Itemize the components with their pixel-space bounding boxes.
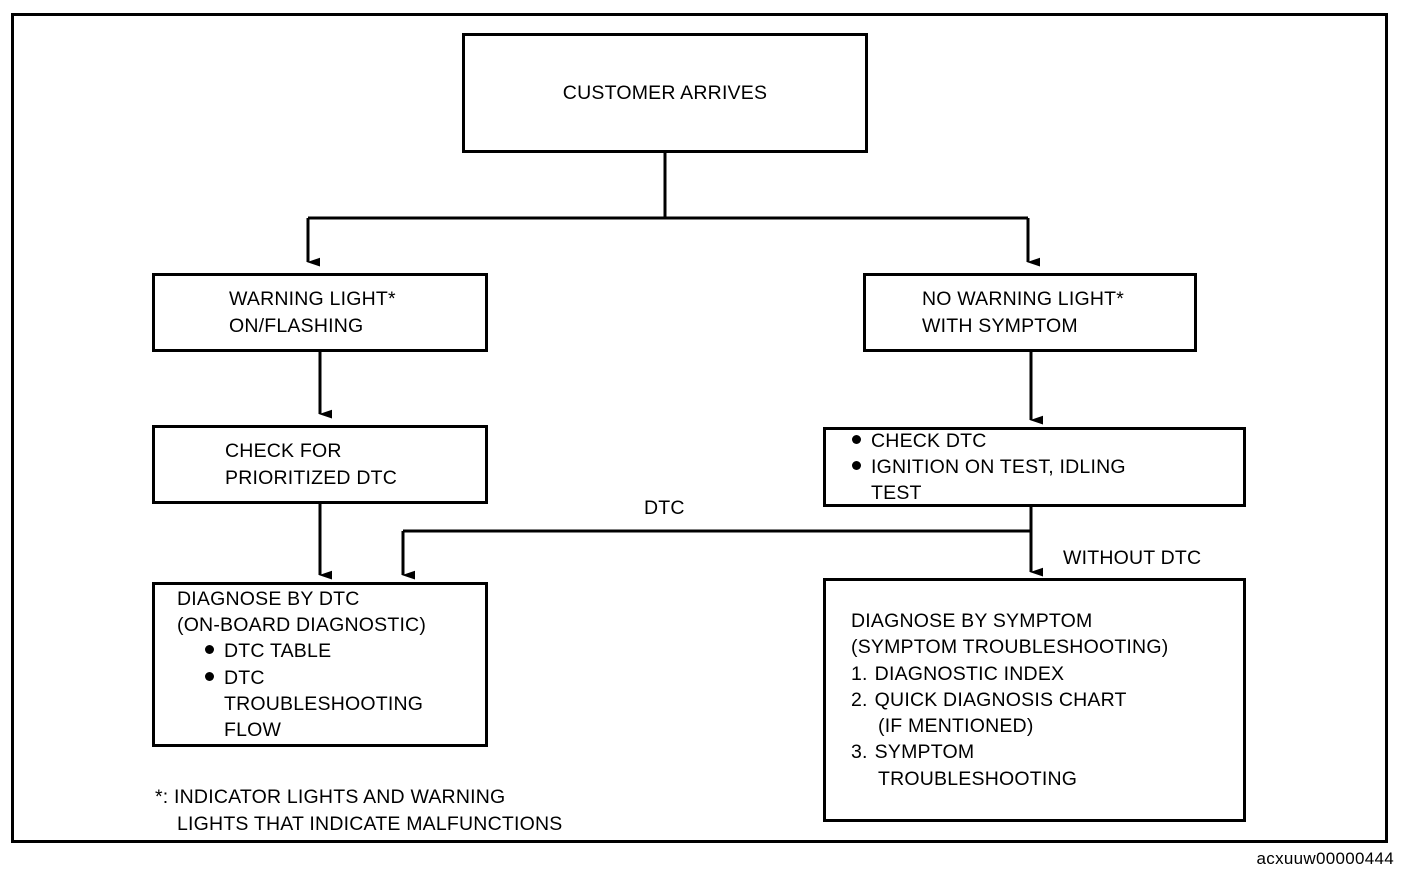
- node-check-dtc-bullet-1: CHECK DTC: [852, 428, 987, 454]
- node-diagnose-by-symptom-line1: DIAGNOSE BY SYMPTOM: [851, 609, 1093, 632]
- node-no-warning-light[interactable]: NO WARNING LIGHT* WITH SYMPTOM: [863, 273, 1197, 352]
- node-no-warning-light-line1: NO WARNING LIGHT*: [922, 288, 1125, 311]
- footnote-asterisk: *: INDICATOR LIGHTS AND WARNING LIGHTS T…: [155, 784, 562, 838]
- bullet-icon: [852, 460, 861, 470]
- node-diagnose-by-symptom-item-3-number: 3.: [851, 741, 868, 764]
- node-diagnose-by-symptom-item-2-text: QUICK DIAGNOSIS CHART: [874, 688, 1127, 711]
- node-diagnose-by-symptom-line2: (SYMPTOM TROUBLESHOOTING): [851, 636, 1169, 659]
- node-diagnose-by-symptom-item-3-continuation: TROUBLESHOOTING: [878, 767, 1078, 790]
- diagram-outer-frame: [11, 13, 1388, 843]
- bullet-icon: [205, 645, 214, 655]
- node-no-warning-light-line2: WITH SYMPTOM: [922, 314, 1078, 337]
- node-diagnose-by-symptom-item-3: 3. SYMPTOM: [851, 739, 974, 765]
- node-diagnose-by-dtc-bullet-2-continuation-2: FLOW: [224, 719, 282, 742]
- footnote-line-1: *: INDICATOR LIGHTS AND WARNING: [155, 786, 506, 808]
- footnote-line-2: LIGHTS THAT INDICATE MALFUNCTIONS: [177, 812, 563, 835]
- node-check-prioritized-dtc[interactable]: CHECK FOR PRIORITIZED DTC: [152, 425, 488, 504]
- node-diagnose-by-symptom-item-2-number: 2.: [851, 688, 868, 711]
- node-diagnose-by-dtc[interactable]: DIAGNOSE BY DTC (ON-BOARD DIAGNOSTIC) DT…: [152, 582, 488, 747]
- node-diagnose-by-symptom-item-2-continuation: (IF MENTIONED): [878, 715, 1034, 738]
- node-diagnose-by-dtc-bullet-2-text: DTC: [224, 666, 265, 689]
- node-diagnose-by-symptom-item-1-number: 1.: [851, 662, 868, 685]
- node-diagnose-by-symptom[interactable]: DIAGNOSE BY SYMPTOM (SYMPTOM TROUBLESHOO…: [823, 578, 1246, 822]
- node-check-prioritized-dtc-line1: CHECK FOR: [225, 440, 342, 463]
- node-diagnose-by-symptom-item-2: 2. QUICK DIAGNOSIS CHART: [851, 687, 1127, 713]
- node-check-dtc[interactable]: CHECK DTC IGNITION ON TEST, IDLING TEST: [823, 427, 1246, 507]
- node-check-dtc-bullet-2-continuation: TEST: [871, 482, 922, 505]
- node-diagnose-by-dtc-bullet-1-text: DTC TABLE: [224, 640, 332, 663]
- node-diagnose-by-dtc-line1: DIAGNOSE BY DTC: [177, 587, 360, 610]
- node-check-dtc-bullet-2-text: IGNITION ON TEST, IDLING: [871, 455, 1126, 478]
- node-diagnose-by-dtc-line2: (ON-BOARD DIAGNOSTIC): [177, 613, 427, 636]
- node-diagnose-by-symptom-item-1-text: DIAGNOSTIC INDEX: [874, 662, 1065, 685]
- node-diagnose-by-symptom-item-3-text: SYMPTOM: [874, 741, 975, 764]
- node-diagnose-by-dtc-bullet-1: DTC TABLE: [177, 638, 331, 664]
- node-check-dtc-bullet-1-text: CHECK DTC: [871, 429, 987, 452]
- node-check-prioritized-dtc-line2: PRIORITIZED DTC: [225, 466, 397, 489]
- node-customer-arrives[interactable]: CUSTOMER ARRIVES: [462, 33, 868, 153]
- node-warning-light-line1: WARNING LIGHT*: [229, 288, 396, 311]
- node-diagnose-by-dtc-bullet-2: DTC: [177, 665, 265, 691]
- node-warning-light-line2: ON/FLASHING: [229, 314, 364, 337]
- figure-identifier: acxuuw00000444: [1256, 849, 1394, 868]
- node-warning-light[interactable]: WARNING LIGHT* ON/FLASHING: [152, 273, 488, 352]
- node-diagnose-by-dtc-bullet-2-continuation-1: TROUBLESHOOTING: [224, 692, 424, 715]
- edge-label-without-dtc: WITHOUT DTC: [1063, 547, 1202, 569]
- edge-label-dtc: DTC: [644, 497, 685, 519]
- node-diagnose-by-symptom-item-1: 1. DIAGNOSTIC INDEX: [851, 661, 1064, 687]
- node-customer-arrives-label: CUSTOMER ARRIVES: [562, 81, 768, 104]
- bullet-icon: [205, 671, 214, 681]
- bullet-icon: [852, 434, 861, 444]
- node-check-dtc-bullet-2: IGNITION ON TEST, IDLING: [852, 454, 1126, 480]
